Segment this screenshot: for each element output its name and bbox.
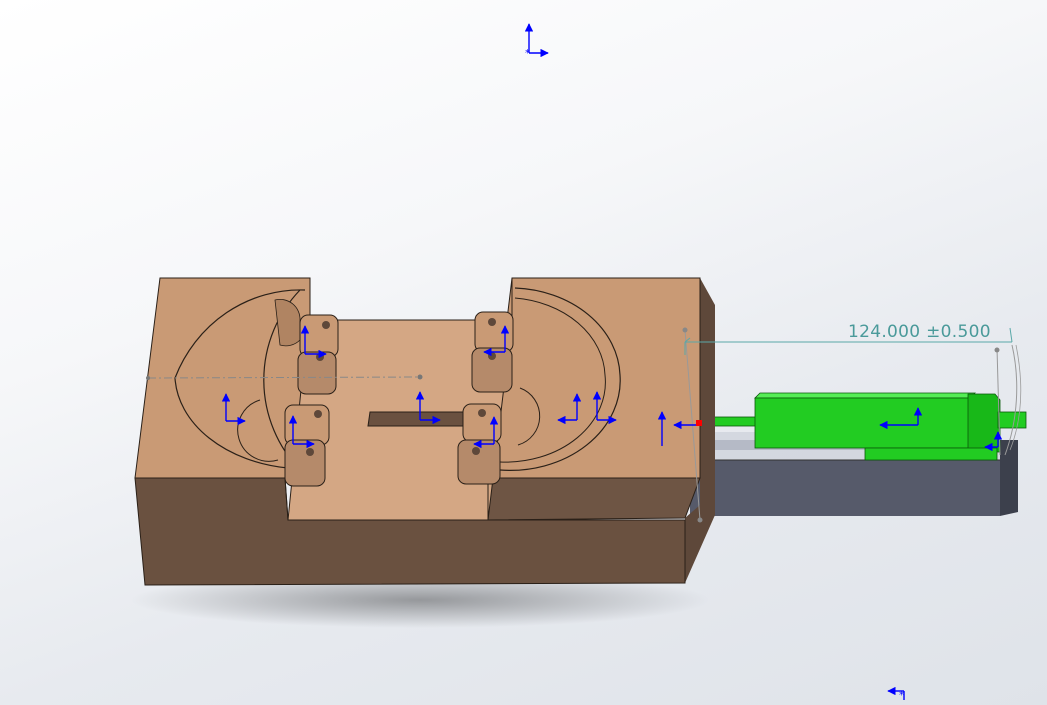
dimension-value[interactable]: 124.000 ±0.500 <box>848 322 991 342</box>
mate-reference-triad-icon <box>557 393 582 425</box>
hinge-lugs-right[interactable] <box>457 311 541 485</box>
mate-reference-triad-icon <box>221 393 246 426</box>
mate-reference-triad-icon <box>415 391 441 425</box>
mate-reference-triad-icon <box>879 407 923 430</box>
mate-reference-triad-icon <box>592 391 617 425</box>
pneumatic-cylinder[interactable] <box>699 392 1027 461</box>
coordinate-triad-icon: * <box>887 686 905 701</box>
svg-text:*: * <box>525 48 530 59</box>
center-axis-line <box>147 376 421 379</box>
model-shadow <box>130 572 710 628</box>
selected-point-marker <box>696 420 702 426</box>
mate-reference-triad-icon <box>473 416 499 449</box>
mold-block[interactable] <box>134 277 715 586</box>
svg-text:*: * <box>899 690 904 701</box>
mate-reference-triad-icon <box>483 325 510 357</box>
mate-reference-triad-icon <box>984 431 1003 452</box>
coordinate-triad-icon: * <box>524 23 549 59</box>
mate-reference-triad-icon <box>300 325 327 359</box>
hinge-lugs-left[interactable] <box>237 299 339 487</box>
mate-reference-triad-icon <box>288 415 315 449</box>
mate-reference-triads: * * <box>221 23 1003 701</box>
